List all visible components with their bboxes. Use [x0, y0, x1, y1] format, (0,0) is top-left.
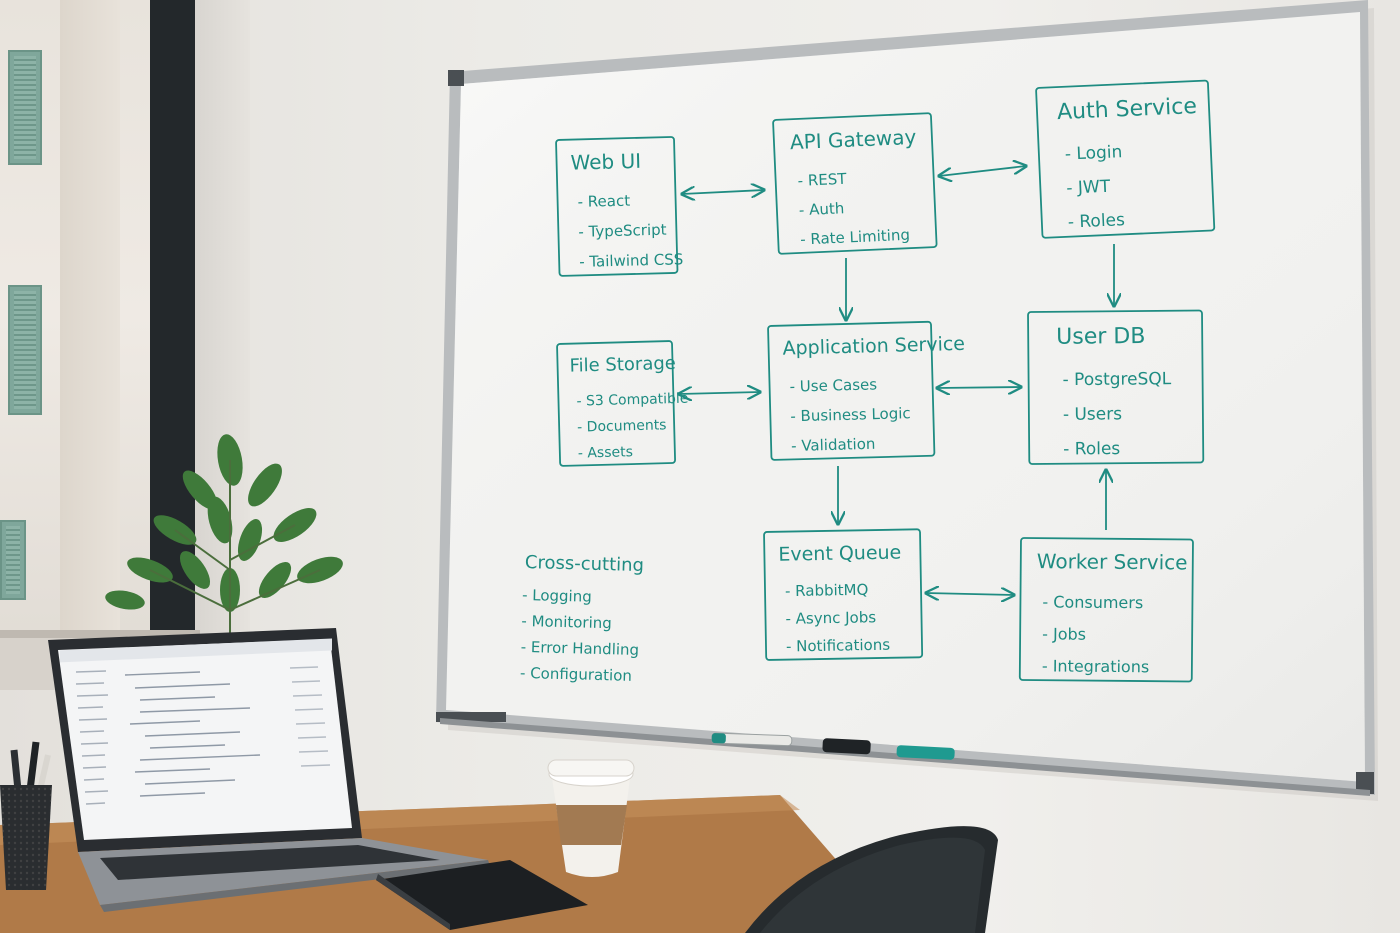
chair-icon	[745, 826, 998, 933]
diagram-box-event-queue: Event Queue - RabbitMQ - Async Jobs - Notif…	[763, 528, 924, 661]
diagram-box-border	[767, 320, 936, 461]
diagram-box-item: - Integrations	[1042, 656, 1150, 676]
diagram-box-item: - Login	[1065, 142, 1123, 164]
diagram-box-item: - Consumers	[1042, 592, 1143, 612]
plant-icon	[105, 434, 343, 660]
diagram-box-item: - Roles	[1067, 210, 1125, 232]
pen-cup-icon	[0, 741, 52, 890]
diagram-box-item: - Notifications	[786, 636, 891, 656]
diagram-box-item: - Documents	[577, 417, 667, 435]
diagram-box-border	[555, 136, 679, 277]
diagram-box-item: - Roles	[1063, 439, 1120, 459]
diagram-box-title: Web UI	[570, 149, 641, 175]
diagram-box-item: - Jobs	[1042, 624, 1086, 643]
diagram-arrow	[926, 593, 1014, 595]
diagram-box-item: - REST	[797, 170, 847, 190]
diagram-box-item: - Async Jobs	[785, 608, 876, 628]
diagram-box-user-db: User DB - PostgreSQL - Users - Roles	[1027, 309, 1205, 465]
diagram-box-title: API Gateway	[789, 125, 916, 154]
diagram-arrow	[939, 166, 1026, 176]
cross-cutting-item: - Configuration	[520, 664, 632, 685]
architecture-diagram: Web UI - React - TypeScript - Tailwind CSS A…	[520, 79, 1216, 685]
diagram-box-item: - Users	[1063, 404, 1122, 425]
diagram-arrow	[679, 392, 760, 394]
diagram-box-title: File Storage	[569, 353, 676, 377]
diagram-box-item: - Use Cases	[789, 375, 877, 395]
shutter	[8, 285, 42, 415]
window	[0, 0, 195, 680]
diagram-box-worker-service: Worker Service - Consumers - Jobs - Integra…	[1018, 537, 1194, 683]
diagram-box-border	[772, 112, 938, 255]
diagram-box-border	[763, 528, 924, 661]
cross-cutting-item: - Logging	[522, 586, 592, 606]
laptop-icon	[48, 628, 490, 912]
diagram-box-item: - TypeScript	[578, 221, 667, 241]
diagram-box-web-ui: Web UI - React - TypeScript - Tailwind CSS	[555, 136, 684, 277]
cross-cutting-notes: Cross-cutting - Logging - Monitoring - Erro…	[520, 552, 644, 685]
frame-corner	[448, 70, 464, 86]
diagram-box-title: Event Queue	[778, 542, 901, 566]
diagram-box-item: - Business Logic	[790, 404, 911, 425]
diagram-box-title: Application Service	[782, 333, 965, 360]
diagram-box-title: Auth Service	[1057, 94, 1198, 125]
diagram-box-border	[1018, 537, 1194, 683]
shutter	[0, 520, 26, 600]
frame-corner	[436, 712, 506, 722]
cross-cutting-item: - Error Handling	[520, 638, 639, 659]
shutter	[8, 50, 42, 165]
diagram-box-item: - Assets	[578, 444, 633, 461]
diagram-box-item: - React	[577, 192, 630, 211]
frame-corner	[1356, 772, 1374, 794]
diagram-box-item: - JWT	[1066, 177, 1111, 199]
diagram-box-item: - PostgreSQL	[1063, 369, 1172, 390]
diagram-box-item: - Rate Limiting	[800, 226, 910, 249]
building-facade	[60, 0, 120, 630]
window-glass	[0, 0, 150, 630]
diagram-box-file-storage: File Storage - S3 Compatible - Documents - …	[556, 340, 689, 467]
diagram-box-border	[1027, 309, 1205, 465]
cross-cutting-item: - Monitoring	[521, 612, 612, 632]
diagram-arrow	[682, 190, 764, 194]
diagram-arrow	[937, 387, 1021, 388]
diagram-box-item: - Validation	[791, 435, 876, 455]
diagram-box-border	[1035, 79, 1216, 239]
diagram-box-application-service: Application Service - Use Cases - Business…	[767, 320, 965, 461]
diagram-box-border	[556, 340, 676, 467]
diagram-box-title: User DB	[1056, 324, 1145, 350]
diagram-box-item: - Auth	[799, 199, 845, 219]
cross-cutting-title: Cross-cutting	[525, 552, 645, 576]
diagram-box-title: Worker Service	[1037, 549, 1188, 574]
diagram-box-item: - S3 Compatible	[576, 391, 688, 410]
diagram-box-item: - Tailwind CSS	[579, 250, 684, 271]
marker-icon	[711, 732, 955, 760]
diagram-box-item: - RabbitMQ	[785, 581, 869, 600]
diagram-box-auth-service: Auth Service - Login - JWT - Roles	[1035, 79, 1216, 239]
notebook-icon	[376, 860, 588, 930]
coffee-cup-icon	[547, 759, 635, 877]
diagram-box-api-gateway: API Gateway - REST - Auth - Rate Limiting	[772, 112, 938, 255]
